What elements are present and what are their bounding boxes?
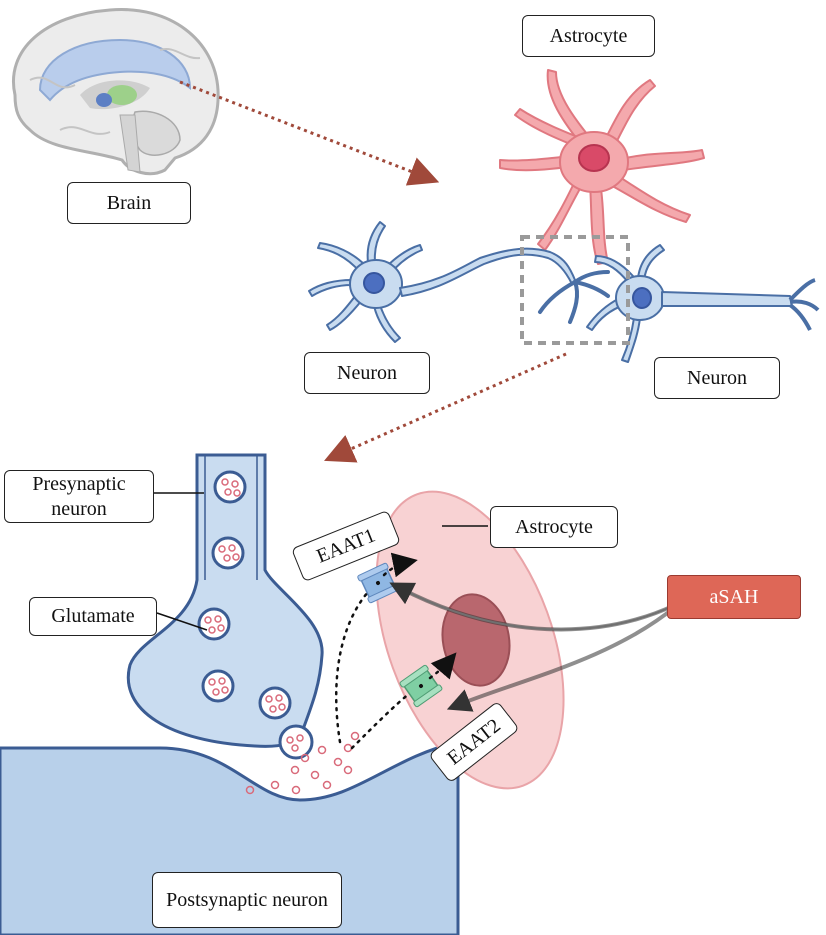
vesicle: [197, 607, 231, 641]
presynaptic-neuron-shape: [126, 453, 324, 748]
glutamate-molecules: [204, 478, 360, 795]
label-neuron-right: Neuron: [654, 357, 780, 399]
label-asah: aSAH: [667, 575, 801, 619]
label-glutamate: Glutamate: [29, 597, 157, 636]
label-neuron-left: Neuron: [304, 352, 430, 394]
vesicle: [213, 470, 247, 504]
vesicle: [258, 686, 292, 720]
zoom-region-box: [520, 235, 630, 345]
label-astrocyte-bottom: Astrocyte: [490, 506, 618, 548]
vesicle: [201, 669, 235, 703]
uptake-arrow-eaat1: [382, 552, 418, 578]
label-presynaptic-line1: Presynaptic: [32, 472, 126, 495]
postsynaptic-neuron-shape: [0, 740, 460, 935]
vesicle: [211, 536, 245, 570]
uptake-path-eaat1: [334, 590, 370, 744]
vesicle-fusing: [278, 724, 314, 760]
dendrite-terminal: [538, 270, 610, 324]
label-brain: Brain: [67, 182, 191, 224]
astrocyte-cell-top: [499, 69, 705, 265]
uptake-arrow-eaat2: [428, 652, 457, 680]
label-presynaptic-line2: neuron: [51, 497, 107, 520]
label-postsynaptic-neuron: Postsynaptic neuron: [152, 872, 342, 928]
neuron-left: [308, 221, 576, 343]
glutamate-leader-line: [156, 612, 208, 631]
asah-effect-lines: [389, 581, 701, 712]
zoom-to-synapse-arrow: [324, 352, 567, 463]
neuron-right: [586, 244, 820, 363]
label-presynaptic-neuron: Presynaptic neuron: [4, 470, 154, 523]
brain-illustration: [12, 8, 220, 176]
eaat1-transporter: [357, 562, 399, 604]
brain-to-cells-arrow: [179, 80, 440, 186]
uptake-path-eaat2: [350, 691, 412, 750]
astrocyte-cell-bottom: [375, 490, 565, 790]
label-astrocyte-top: Astrocyte: [522, 15, 655, 57]
